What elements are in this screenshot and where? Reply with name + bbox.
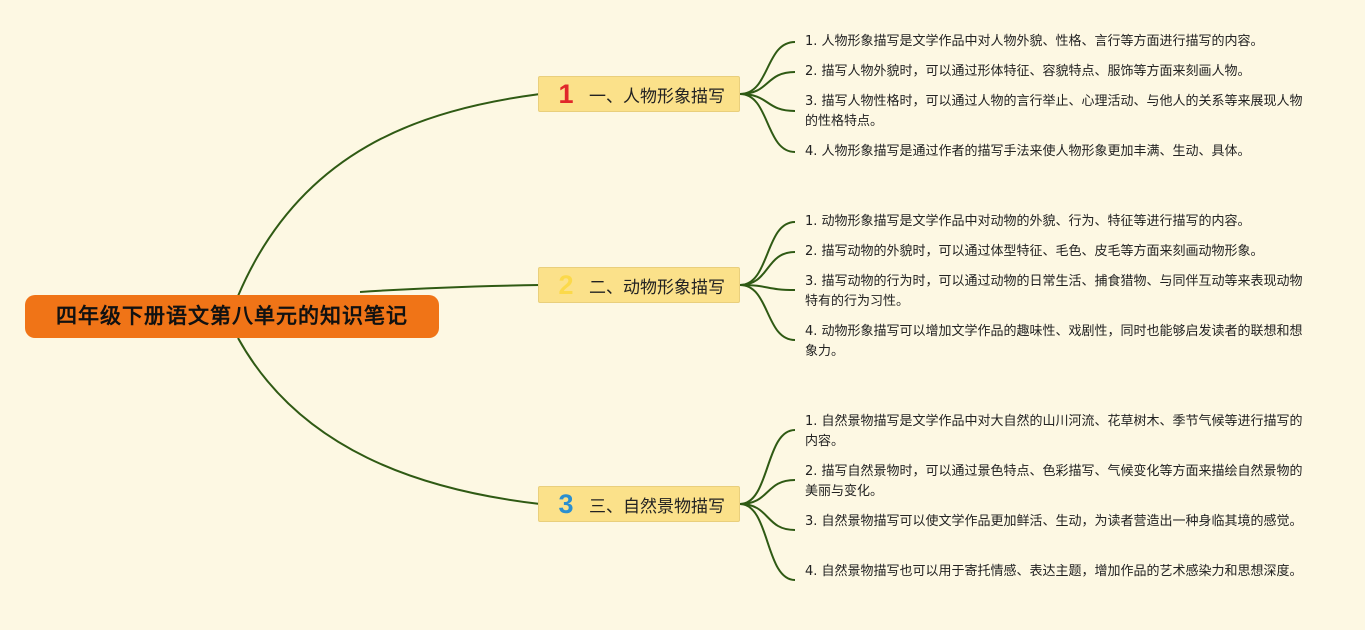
root-to-branch-3-line: [237, 337, 541, 505]
leaf-2-4[interactable]: 4. 动物形象描写可以增加文学作品的趣味性、戏剧性，同时也能够启发读者的联想和想…: [805, 324, 1303, 359]
branch-3-leaf-2-line: [739, 479, 796, 505]
leaf-3-2[interactable]: 2. 描写自然景物时，可以通过景色特点、色彩描写、气候变化等方面来描绘自然景物的…: [805, 464, 1303, 499]
branch-label: 二、动物形象描写: [589, 277, 725, 298]
branch-topic-3[interactable]: 3 三、自然景物描写: [538, 486, 740, 522]
number-one-icon: 1: [558, 78, 574, 109]
leaf-2-1[interactable]: 1. 动物形象描写是文学作品中对动物的外貌、行为、特征等进行描写的内容。: [805, 214, 1251, 229]
leaf-3-3[interactable]: 3. 自然景物描写可以使文学作品更加鲜活、生动，为读者营造出一种身临其境的感觉。: [805, 514, 1303, 529]
leaf-1-2[interactable]: 2. 描写人物外貌时，可以通过形体特征、容貌特点、服饰等方面来刻画人物。: [805, 64, 1251, 79]
root-topic[interactable]: 四年级下册语文第八单元的知识笔记: [25, 295, 439, 338]
branch-topic-1[interactable]: 1 一、人物形象描写: [538, 76, 740, 112]
leaf-2-3[interactable]: 3. 描写动物的行为时，可以通过动物的日常生活、捕食猎物、与同伴互动等来表现动物…: [805, 274, 1303, 309]
leaf-1-4[interactable]: 4. 人物形象描写是通过作者的描写手法来使人物形象更加丰满、生动、具体。: [805, 144, 1251, 159]
leaf-3-1[interactable]: 1. 自然景物描写是文学作品中对大自然的山川河流、花草树木、季节气候等进行描写的…: [805, 414, 1303, 449]
leaf-1-1[interactable]: 1. 人物形象描写是文学作品中对人物外貌、性格、言行等方面进行描写的内容。: [805, 34, 1264, 49]
branch-label: 三、自然景物描写: [589, 496, 725, 517]
number-two-icon: 2: [558, 269, 574, 300]
branch-2-leaf-2-line: [739, 251, 796, 286]
branch-label: 一、人物形象描写: [589, 86, 725, 107]
branch-1-leaf-4-line: [739, 93, 796, 153]
number-three-icon: 3: [558, 488, 574, 519]
branch-1-leaf-1-line: [739, 41, 796, 95]
root-to-branch-2-line: [359, 284, 541, 293]
branch-2-leaf-3-line: [739, 284, 796, 291]
branch-3-leaf-3-line: [739, 503, 796, 531]
branch-topic-2[interactable]: 2 二、动物形象描写: [538, 267, 740, 303]
leaf-2-2[interactable]: 2. 描写动物的外貌时，可以通过体型特征、毛色、皮毛等方面来刻画动物形象。: [805, 244, 1264, 259]
root-to-branch-1-line: [237, 93, 541, 297]
leaf-3-4[interactable]: 4. 自然景物描写也可以用于寄托情感、表达主题，增加作品的艺术感染力和思想深度。: [805, 564, 1303, 579]
branch-1-leaf-2-line: [739, 71, 796, 95]
branch-3-leaf-4-line: [739, 503, 796, 581]
branch-2-leaf-4-line: [739, 284, 796, 341]
leaf-1-3[interactable]: 3. 描写人物性格时，可以通过人物的言行举止、心理活动、与他人的关系等来展现人物…: [805, 94, 1303, 129]
branch-3-leaf-1-line: [739, 429, 796, 505]
branch-2-leaf-1-line: [739, 221, 796, 286]
